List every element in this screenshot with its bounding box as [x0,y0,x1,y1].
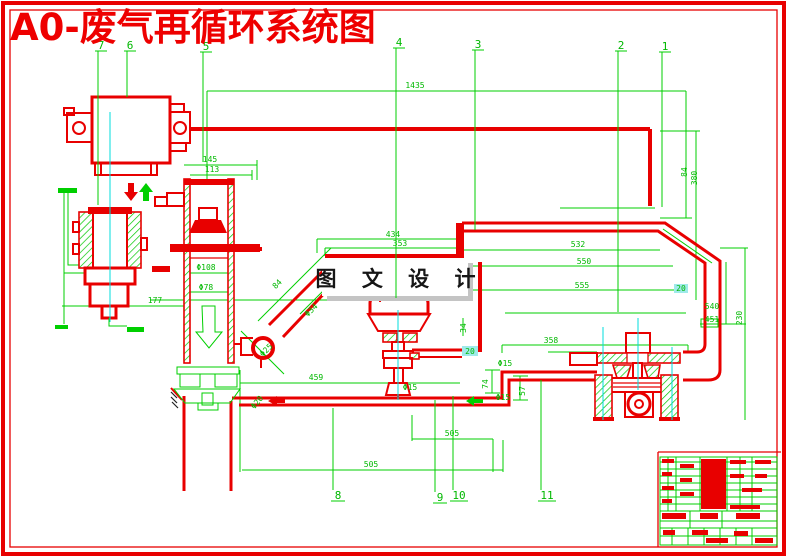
callout-10: 10 [452,489,465,502]
dim-451: 451 [705,315,720,324]
dim-20-diag: Φ20 [249,394,265,411]
dim-550: 550 [577,257,592,266]
watermark-band: 图 文 设 计 [316,258,485,301]
dim-57-v: 57 [518,386,527,396]
callout-6: 6 [127,39,134,52]
component-vacuum-actuator [63,95,191,201]
dim-555: 555 [575,281,590,290]
dim-230-v: 230 [735,311,744,326]
watermark-text: 图 文 设 计 [316,267,485,291]
drawing-title: A0-废气再循环系统图 [10,6,376,49]
callout-3: 3 [475,38,482,51]
dim-78: Φ78 [199,283,214,292]
dim-74-v: 74 [481,379,490,389]
callout-11: 11 [540,489,553,502]
callout-4: 4 [396,36,403,49]
callout-9: 9 [437,491,444,504]
dimension-lines [62,90,748,472]
callout-2: 2 [618,39,625,52]
title-block-text-blobs [662,459,773,543]
callout-7: 7 [98,39,105,52]
dim-34-diag: Φ34 [303,302,320,319]
flow-arrow-left-green [466,396,483,406]
dim-84-v: 84 [680,167,689,177]
highlight-label-20-a: 20 [462,346,478,356]
dim-15c: Φ15 [403,383,418,392]
dim-434: 434 [386,230,401,239]
component-left-valve [55,112,148,332]
component-cylinder [152,178,260,411]
highlight-label-20-b: 20 [674,284,688,293]
dim-15a: Φ15 [498,359,513,368]
dim-505b: 505 [364,460,379,469]
dimension-labels: 1435 145 113 Φ108 Φ78 177 434 353 84 Φ34… [148,81,744,469]
dim-34-v: 34 [459,323,468,333]
dim-145: 145 [203,155,218,164]
svg-text:20: 20 [465,347,475,356]
component-right-assembly [569,318,681,421]
callout-1: 1 [662,40,669,53]
dim-15b: Φ15 [496,393,511,402]
dim-540: 540 [705,302,720,311]
flow-arrow-left-red [268,396,285,406]
dim-532: 532 [571,240,586,249]
title-block [657,451,781,547]
dim-459: 459 [309,373,324,382]
dim-113: 113 [205,165,220,174]
dim-108: Φ108 [196,263,215,272]
callout-5: 5 [203,40,210,53]
dim-1435: 1435 [405,81,424,90]
dim-505a: 505 [445,429,460,438]
section-hatch-marks [170,391,179,409]
callout-8: 8 [335,489,342,502]
dim-358: 358 [544,336,559,345]
dim-84-diag: 84 [271,278,284,291]
svg-text:20: 20 [676,284,686,293]
dim-177: 177 [148,296,163,305]
component-egr-valve [366,293,432,400]
dim-353: 353 [393,239,408,248]
part-callouts: 7 6 5 4 3 2 1 8 9 10 11 [95,36,671,504]
dim-380-v: 380 [690,171,699,186]
